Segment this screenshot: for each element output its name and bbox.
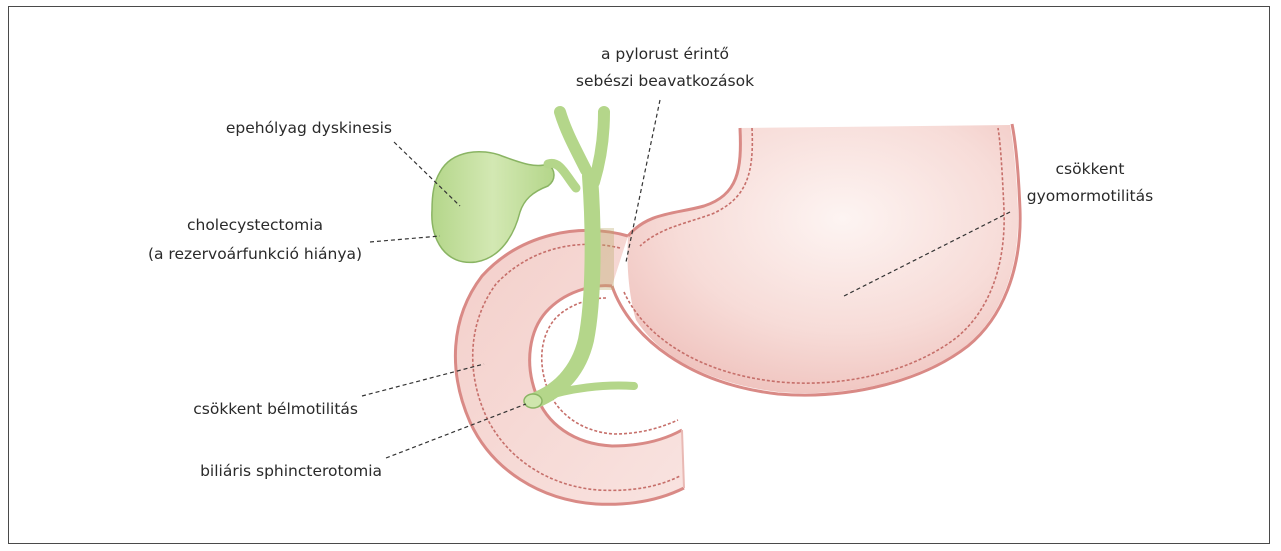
label-gastric-motility-line2: gyomormotilitás (1010, 183, 1170, 209)
stomach (612, 124, 1020, 395)
label-pylorus-surgery-line2: sebészi beavatkozások (560, 68, 770, 94)
label-bowel-motility: csökkent bélmotilitás (100, 396, 358, 422)
label-biliary-sphincterotomy: biliáris sphincterotomia (100, 458, 382, 484)
label-gallbladder-dyskinesis: epehólyag dyskinesis (150, 115, 392, 141)
leader-cholecystectomy (370, 236, 440, 242)
label-gastric-motility-line1: csökkent (1010, 156, 1170, 182)
label-pylorus-surgery-line1: a pylorust érintő (560, 41, 770, 67)
hepatic-duct-left (560, 112, 586, 170)
papilla (524, 394, 542, 408)
label-cholecystectomy-line1: cholecystectomia (140, 212, 370, 238)
label-cholecystectomy-line2: (a rezervoárfunkció hiánya) (140, 241, 370, 267)
